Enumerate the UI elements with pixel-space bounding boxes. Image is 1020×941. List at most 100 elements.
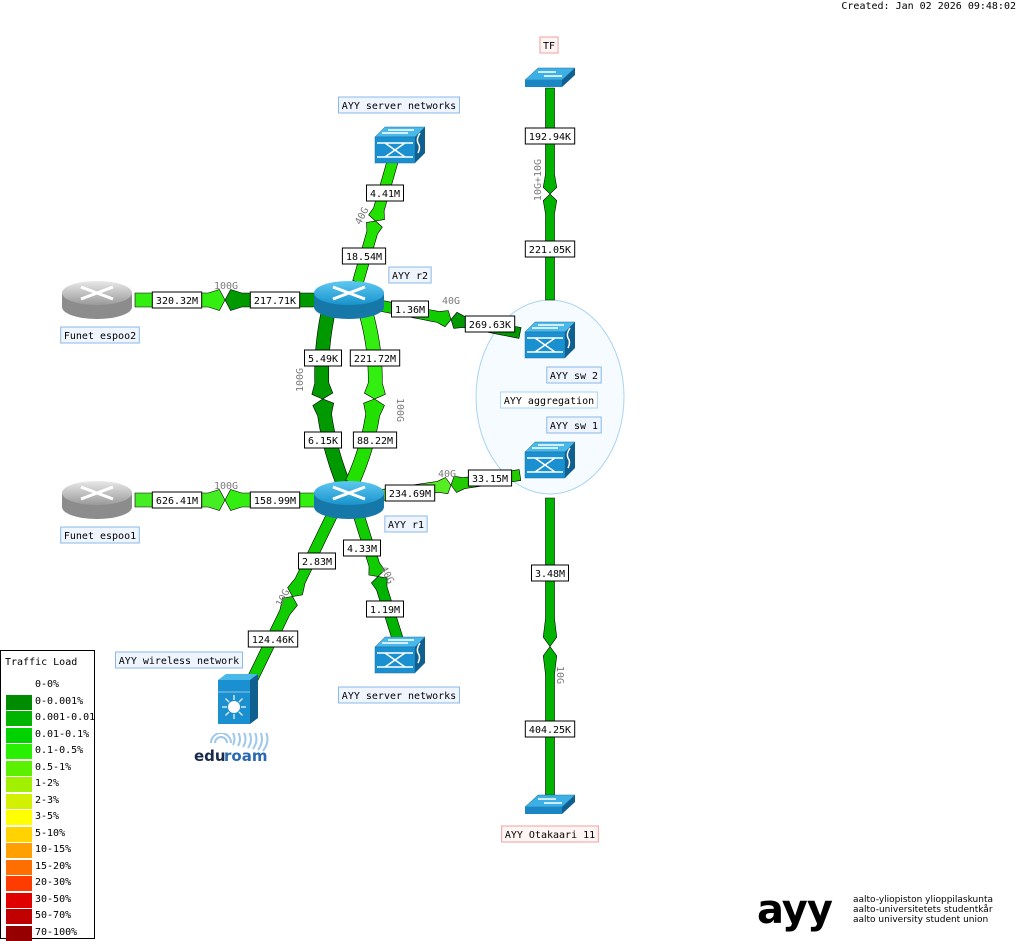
legend-item: 0.1-0.5% [6,744,96,759]
traffic-value-out: 33.15M [467,469,513,487]
node-label-box [501,825,599,843]
access-point-icon [228,701,240,713]
node-label-box [388,266,432,284]
node-label-wireless[interactable]: AYY wireless network [115,651,243,669]
traffic-value-text: 18.54M [346,252,382,263]
legend-swatch [6,760,32,776]
legend-item: 0.001-0.01 [6,711,96,726]
traffic-value-in: 5.49K [304,349,342,367]
traffic-value-box [366,184,404,202]
node-label-r1[interactable]: AYY r1 [384,515,428,533]
traffic-value-text: 124.46K [252,635,294,646]
legend-swatch [6,694,32,710]
node-label-funet2[interactable]: Funet espoo2 [60,326,140,344]
legend-label: 0.1-0.5% [35,745,84,756]
switch-arrows-icon [538,71,562,77]
node-label-box [338,686,460,704]
legend-item: 50-70% [6,909,96,924]
traffic-value-text: 192.94K [529,132,571,143]
traffic-value-box [151,291,203,309]
node-otakaari[interactable] [524,794,576,814]
logo-line-1: aalto-yliopiston ylioppilaskunta [853,895,994,905]
link-sw1-otakaari[interactable] [542,497,558,796]
node-r1[interactable] [314,481,384,519]
node-label-box [546,416,602,434]
switch-arrows-icon [538,798,562,804]
legend-item: 20-30% [6,876,96,891]
link-bandwidth-label: 40G [438,469,456,480]
traffic-value-in: 221.72M [349,349,401,367]
node-label-aggregation[interactable]: AYY aggregation [500,391,598,409]
traffic-value-out: 18.54M [341,247,387,265]
eduroam-text-a: edu [194,747,226,763]
node-label-box [338,96,460,114]
traffic-value-out: 404.25K [524,720,576,738]
router-arrows-icon [332,285,366,301]
legend-swatch [6,892,32,908]
traffic-value-out: 88.22M [352,431,398,449]
link-bandwidth-label: 100G [295,368,306,392]
node-label-otakaari[interactable]: AYY Otakaari 11 [501,825,599,843]
traffic-value-box [343,539,381,557]
link-r2-r1-b[interactable] [345,310,386,487]
node-label-box [539,36,559,54]
link-tf-sw2[interactable] [542,87,558,301]
node-sw1[interactable] [524,441,576,479]
traffic-value-text: 4.33M [347,544,377,555]
traffic-value-in: 4.33M [343,539,381,557]
legend-swatch [6,826,32,842]
node-label-server-top[interactable]: AYY server networks [338,96,460,114]
legend-swatch [6,925,32,941]
node-funet-espoo2[interactable] [62,281,132,319]
node-label-text: AYY server networks [342,101,456,112]
node-label-text: AYY wireless network [119,656,239,667]
switch-arrows-icon [377,639,421,668]
traffic-value-box [391,300,429,318]
legend-label: 0.001-0.01 [35,712,96,723]
link-r2-r1-a[interactable] [311,311,350,486]
legend-label: 5-10% [35,827,66,839]
legend-item: 3-5% [6,810,96,825]
node-label-sw1[interactable]: AYY sw 1 [546,416,602,434]
node-label-r2[interactable]: AYY r2 [388,266,432,284]
traffic-value-box [304,349,342,367]
legend-swatch [6,711,32,726]
traffic-value-text: 1.36M [395,305,425,316]
traffic-value-box [349,349,401,367]
legend-label: 70-100% [35,926,78,938]
traffic-value-box [249,491,301,509]
traffic-value-text: 33.15M [472,474,508,485]
node-server-top[interactable] [374,126,426,164]
traffic-value-box [247,630,299,648]
legend-item: 30-50% [6,892,96,908]
traffic-value-text: 88.22M [357,436,393,447]
node-label-sw2[interactable]: AYY sw 2 [546,366,602,384]
node-r2[interactable] [314,281,384,319]
legend-item: 2-3% [6,793,96,809]
node-label-box [60,326,140,344]
node-wireless[interactable] [218,674,258,724]
legend-item: 5-10% [6,826,96,842]
traffic-value-text: 6.15K [308,436,338,447]
node-label-server-bottom[interactable]: AYY server networks [338,686,460,704]
node-label-funet1[interactable]: Funet espoo1 [60,526,140,544]
legend-item: 0.01-0.1% [6,727,96,743]
node-sw2[interactable] [524,321,576,359]
node-label-box [115,651,243,669]
switch-arrows-icon [527,324,571,353]
link-r1-wireless[interactable] [246,510,339,683]
node-label-box [384,515,428,533]
link-bandwidth-label: 100G [214,281,238,292]
link-bandwidth-label: 100G [214,481,238,492]
legend-swatch [6,843,32,858]
router-arrows-icon [332,485,366,501]
traffic-value-in: 4.41M [366,184,404,202]
node-funet-espoo1[interactable] [62,481,132,519]
node-tf[interactable] [524,67,576,87]
node-label-tf[interactable]: TF [539,36,559,54]
traffic-value-in: 192.94K [524,127,576,145]
legend-swatch [6,859,32,875]
node-label-text: AYY r2 [392,271,428,282]
traffic-value-box [366,600,404,618]
node-server-bottom[interactable] [374,636,426,674]
